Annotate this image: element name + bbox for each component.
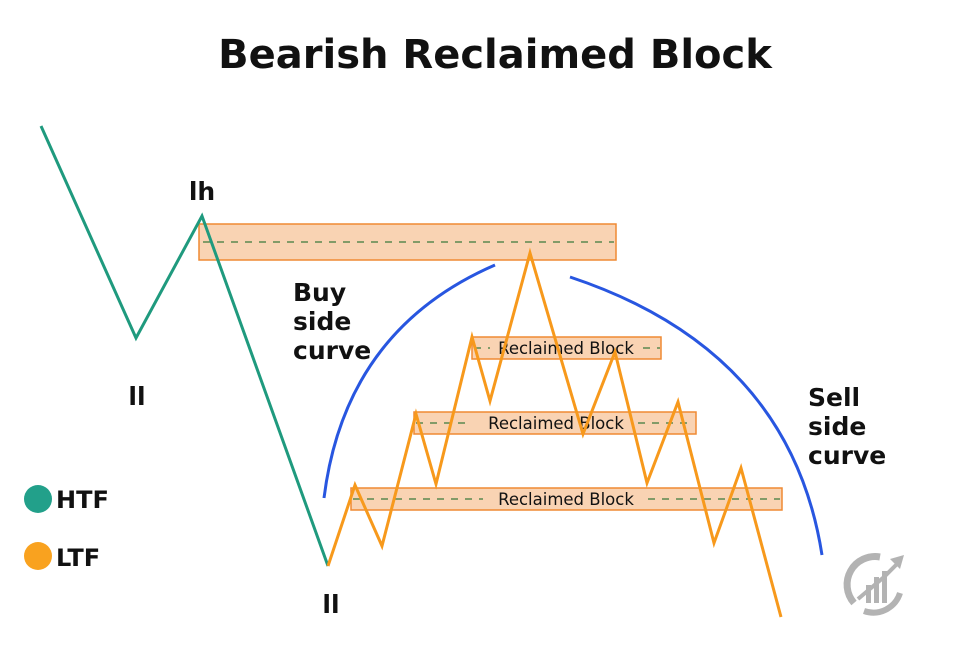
ll-label-second: ll <box>322 590 339 619</box>
sell-side-curve-label: Sell side curve <box>808 383 886 470</box>
legend: HTF LTF <box>24 485 109 572</box>
reclaimed-block-middle: Reclaimed Block <box>413 411 697 435</box>
buy-side-curve-label: Buy side curve <box>293 278 371 365</box>
ltf-color-dot-icon <box>24 542 52 570</box>
ltf-price-line <box>326 247 783 618</box>
curve-label-line: curve <box>808 441 886 470</box>
curve-label-line: side <box>808 412 866 441</box>
reclaimed-block-label: Reclaimed Block <box>488 414 624 433</box>
htf-block <box>198 223 617 261</box>
legend-item-htf: HTF <box>24 485 109 514</box>
growth-chart-arrow-logo-icon <box>843 553 904 616</box>
sell-side-curve <box>569 275 824 556</box>
htf-color-dot-icon <box>24 485 52 513</box>
reclaimed-block-top: Reclaimed Block <box>471 336 662 360</box>
curve-label-line: curve <box>293 336 371 365</box>
diagram-title: Bearish Reclaimed Block <box>218 32 773 78</box>
reclaimed-block-label: Reclaimed Block <box>498 339 634 358</box>
htf-block-rect <box>198 223 617 261</box>
lh-label: lh <box>189 177 215 206</box>
legend-item-ltf: LTF <box>24 542 100 572</box>
curve-label-line: Sell <box>808 383 860 412</box>
curve-label-line: side <box>293 307 351 336</box>
legend-label: HTF <box>56 486 109 514</box>
ll-label-first: ll <box>128 382 145 411</box>
curve-label-line: Buy <box>293 278 346 307</box>
reclaimed-block-label: Reclaimed Block <box>498 490 634 509</box>
reclaimed-block-bottom: Reclaimed Block <box>350 487 783 511</box>
htf-price-line <box>39 125 330 567</box>
buy-side-curve <box>322 263 496 499</box>
legend-label: LTF <box>56 544 100 572</box>
